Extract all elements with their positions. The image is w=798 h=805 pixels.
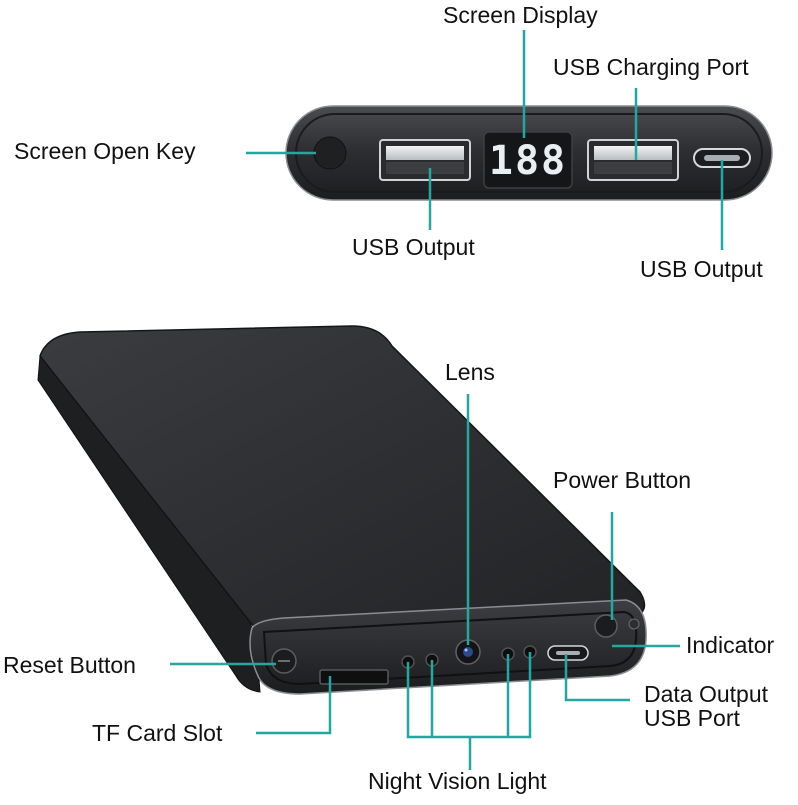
- tf-card-slot-part: [319, 669, 389, 685]
- label-screen-open-key: Screen Open Key: [14, 138, 196, 164]
- label-screen-display: Screen Display: [443, 2, 598, 28]
- reset-button-part: [271, 648, 297, 674]
- label-reset-button: Reset Button: [3, 652, 136, 678]
- label-indicator: Indicator: [686, 632, 775, 658]
- data-output-usb-part: [547, 645, 589, 661]
- device-front-rim: [262, 610, 638, 686]
- leader-data-output: [564, 654, 630, 702]
- top-device-end: 188: [285, 105, 773, 201]
- usb-output-port-left: [379, 139, 471, 181]
- screen-display-readout: 188: [489, 138, 567, 184]
- label-data-output-line1: Data Output: [644, 681, 769, 707]
- label-night-vision-light: Night Vision Light: [368, 768, 547, 794]
- screen-display-panel: 188: [483, 131, 573, 189]
- usb-charging-port: [587, 139, 679, 181]
- screen-open-key: [313, 136, 347, 170]
- label-usb-output-left: USB Output: [352, 234, 475, 260]
- label-usb-output-right: USB Output: [640, 256, 763, 282]
- camera-lens-part: [455, 639, 481, 665]
- label-data-output: Data Output USB Port: [644, 682, 768, 730]
- label-lens: Lens: [445, 359, 495, 385]
- power-button-part: [594, 614, 618, 638]
- indicator-light-part: [628, 618, 640, 630]
- leader-tf-card-slot: [256, 676, 332, 735]
- leader-lines: [170, 30, 724, 770]
- bottom-device: [37, 325, 647, 695]
- label-power-button: Power Button: [553, 467, 692, 493]
- label-tf-card-slot: TF Card Slot: [92, 720, 223, 746]
- label-data-output-line2: USB Port: [644, 705, 740, 731]
- label-usb-charging-port: USB Charging Port: [553, 54, 749, 80]
